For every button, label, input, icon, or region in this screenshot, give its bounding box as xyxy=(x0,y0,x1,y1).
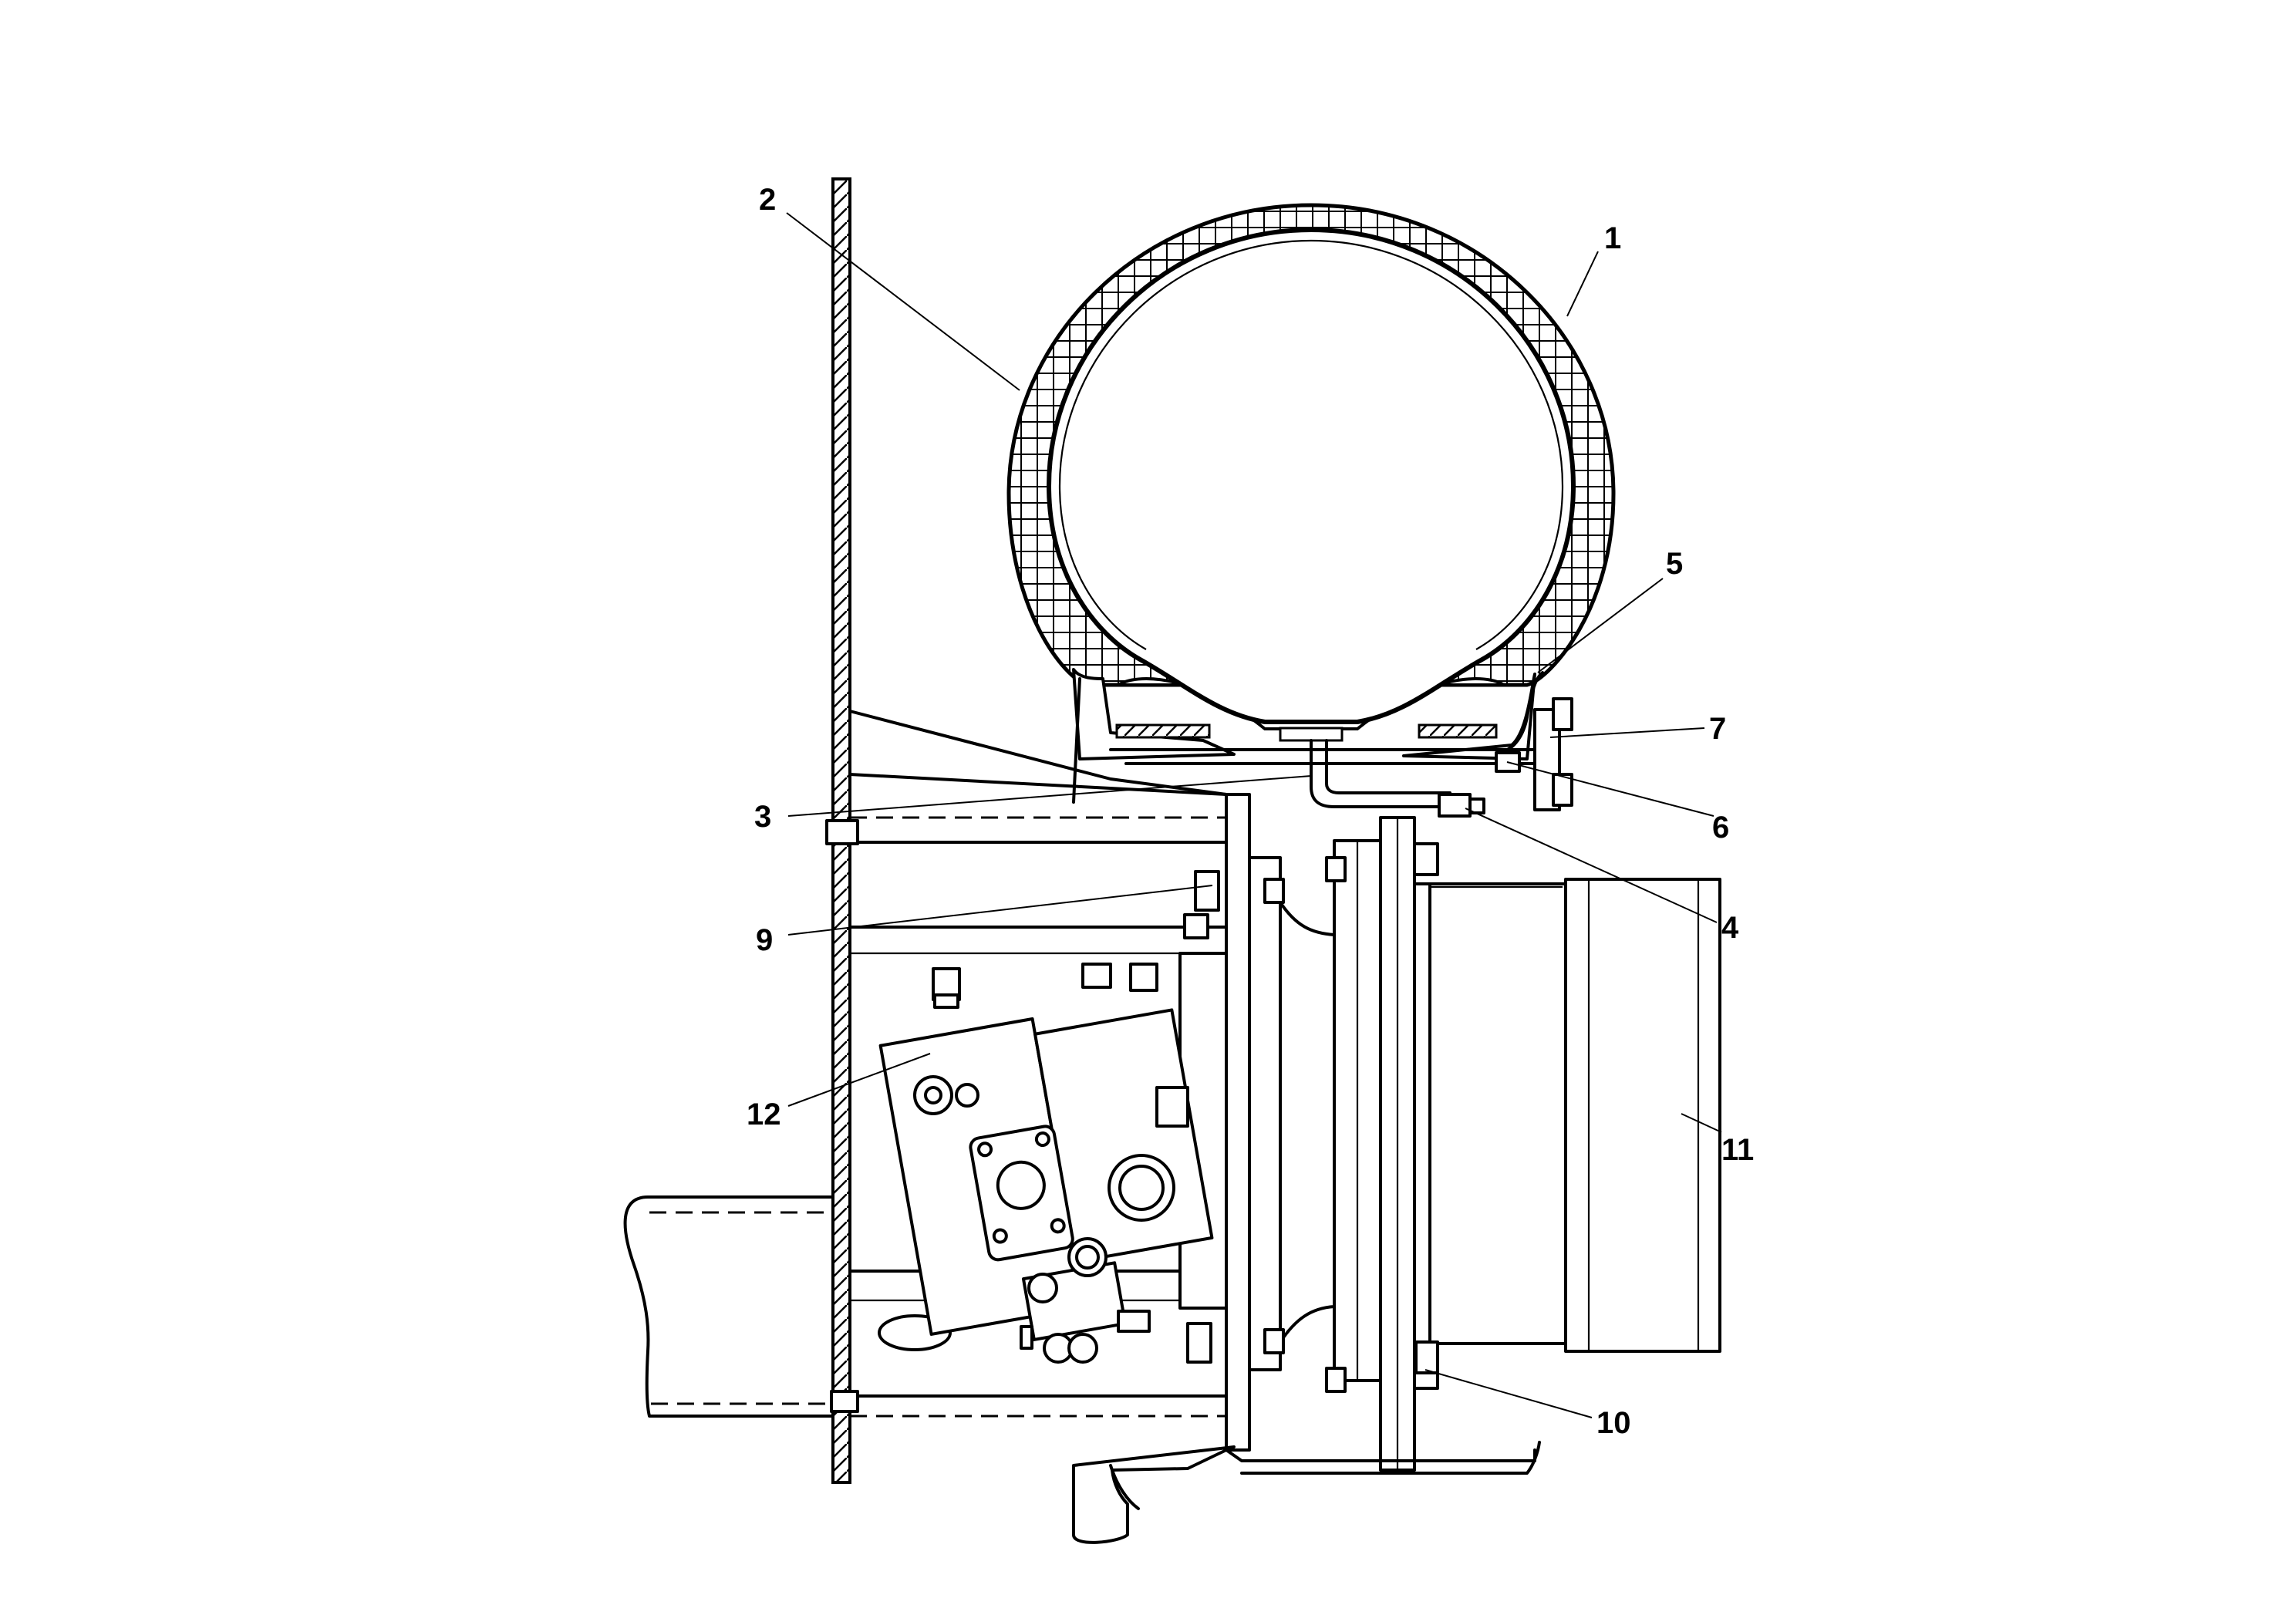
leader-9 xyxy=(787,885,1213,936)
lower-crossmember xyxy=(830,1270,1228,1418)
rim-base xyxy=(1072,668,1573,818)
callout-4: 4 xyxy=(1721,911,1739,945)
leader-5 xyxy=(1537,578,1664,673)
planetary-gearbox xyxy=(1413,878,1721,1374)
leader-2 xyxy=(786,212,1020,391)
callout-9: 9 xyxy=(756,923,773,957)
leader-12 xyxy=(787,1053,931,1107)
callout-labels: 1 2 3 4 5 6 7 9 10 11 12 xyxy=(747,183,1754,1440)
leader-7 xyxy=(1549,727,1705,738)
leader-11 xyxy=(1681,1113,1722,1133)
callout-7: 7 xyxy=(1709,712,1726,746)
wheel-rim xyxy=(1046,227,1576,724)
lower-hub-casing xyxy=(1072,1441,1541,1544)
leader-lines xyxy=(786,212,1722,1418)
callout-5: 5 xyxy=(1666,547,1683,581)
callout-2: 2 xyxy=(759,183,776,217)
callout-1: 1 xyxy=(1604,221,1621,255)
callout-6: 6 xyxy=(1712,811,1729,845)
callout-11: 11 xyxy=(1721,1133,1754,1167)
leader-1 xyxy=(1566,251,1599,317)
leader-10 xyxy=(1424,1369,1593,1418)
hydraulic-motor xyxy=(878,870,1220,1364)
leader-4 xyxy=(1465,808,1718,923)
frame-beam xyxy=(623,1195,834,1418)
callout-10: 10 xyxy=(1596,1406,1631,1440)
callout-3: 3 xyxy=(754,800,771,834)
leader-3 xyxy=(787,775,1312,817)
upper-crossmember xyxy=(825,710,1228,955)
callout-12: 12 xyxy=(747,1098,781,1131)
leader-6 xyxy=(1506,761,1714,817)
